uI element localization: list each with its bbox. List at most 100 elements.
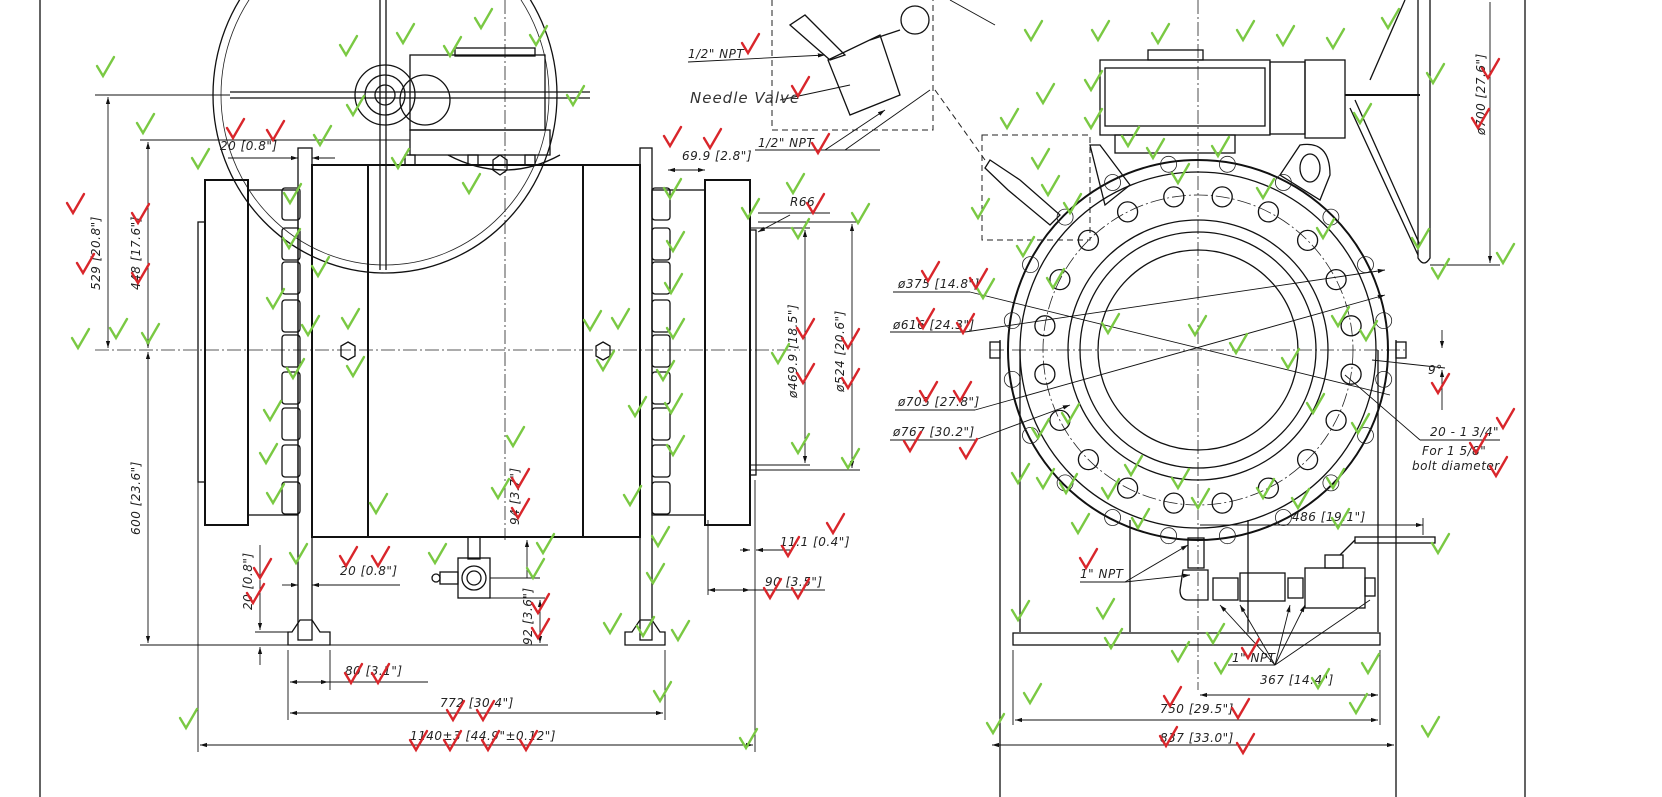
flagged-check-icon <box>510 497 531 521</box>
approved-check-icon <box>1325 467 1346 491</box>
bolt-nut <box>281 444 301 478</box>
approved-check-icon <box>1352 102 1373 126</box>
flagged-check-icon <box>840 327 861 351</box>
approved-check-icon <box>662 177 683 201</box>
bolt-nut <box>281 261 301 295</box>
bolt-nut <box>651 334 671 368</box>
flagged-check-icon <box>65 192 86 216</box>
flagged-check-icon <box>702 127 723 151</box>
approved-check-icon <box>390 147 411 171</box>
approved-check-icon <box>1205 622 1226 646</box>
review-check-marks <box>65 7 1516 756</box>
approved-check-icon <box>135 112 156 136</box>
approved-check-icon <box>650 525 671 549</box>
approved-check-icon <box>473 7 494 31</box>
flagged-check-icon <box>1240 637 1261 661</box>
approved-check-icon <box>525 557 546 581</box>
flange-bolts <box>281 187 671 515</box>
flagged-check-icon <box>1162 685 1183 709</box>
needle-valve-label: Needle Valve <box>690 89 800 107</box>
flagged-check-icon <box>780 535 801 559</box>
approved-check-icon <box>288 542 309 566</box>
approved-check-icon <box>665 317 686 341</box>
approved-check-icon <box>108 317 129 341</box>
flagged-check-icon <box>252 557 273 581</box>
flagged-check-icon <box>245 582 266 606</box>
approved-check-icon <box>528 24 549 48</box>
needle-valve-detail <box>687 0 934 151</box>
approved-check-icon <box>282 182 303 206</box>
approved-check-icon <box>490 477 511 501</box>
approved-check-icon <box>1330 507 1351 531</box>
approved-check-icon <box>1035 82 1056 106</box>
flagged-check-icon <box>902 430 923 454</box>
approved-check-icon <box>1045 267 1066 291</box>
drain-piping <box>1179 536 1436 609</box>
approved-check-icon <box>1425 62 1446 86</box>
flagged-check-icon <box>130 262 151 286</box>
approved-check-icon <box>850 202 871 226</box>
approved-check-icon <box>1170 467 1191 491</box>
approved-check-icon <box>840 447 861 471</box>
approved-check-icon <box>442 35 463 59</box>
bolt-hole <box>1049 268 1071 291</box>
flagged-check-icon <box>952 380 973 404</box>
approved-check-icon <box>1210 135 1231 159</box>
flagged-check-icon <box>530 592 551 616</box>
dim-529: 529 [20.8"] <box>89 216 103 290</box>
approved-check-icon <box>770 342 791 366</box>
approved-check-icon <box>95 55 116 79</box>
bolt-nut <box>1219 527 1236 545</box>
right-support-plate <box>639 147 653 641</box>
dim-772: 772 [30.4"] <box>440 696 514 710</box>
approved-check-icon <box>1015 235 1036 259</box>
bolt-hole <box>1034 315 1056 337</box>
flagged-check-icon <box>958 437 979 461</box>
approved-check-icon <box>1090 19 1111 43</box>
approved-check-icon <box>70 327 91 351</box>
needle-valve-detail-box <box>981 134 1091 241</box>
dim-837: 837 [33.0"] <box>1160 731 1234 745</box>
handwheel-side <box>1417 0 1431 264</box>
approved-check-icon <box>665 230 686 254</box>
bolt-nut <box>1275 174 1292 191</box>
approved-check-icon <box>622 484 643 508</box>
approved-check-icon <box>1130 507 1151 531</box>
bolt-nut <box>1160 527 1177 545</box>
dim-524: ø524 [20.6"] <box>833 310 847 393</box>
flagged-check-icon <box>762 577 783 601</box>
approved-check-icon <box>1430 532 1451 556</box>
dim-92: 92 [3.6"] <box>521 587 535 645</box>
approved-check-icon <box>1315 217 1336 241</box>
gearbox-side <box>1099 49 1420 154</box>
approved-check-icon <box>368 492 389 516</box>
approved-check-icon <box>190 147 211 171</box>
bolt-hole <box>1257 201 1280 223</box>
right-end-flange <box>704 179 751 526</box>
flagged-check-icon <box>968 267 989 291</box>
approved-check-icon <box>285 357 306 381</box>
flagged-check-icon <box>825 512 846 536</box>
flagged-check-icon <box>1470 107 1491 131</box>
approved-check-icon <box>265 287 286 311</box>
approved-check-icon <box>265 482 286 506</box>
valve-body <box>311 164 641 538</box>
flagged-check-icon <box>445 699 466 723</box>
bolt-nut <box>1160 155 1177 173</box>
approved-check-icon <box>1495 242 1516 266</box>
bolt-nut <box>281 227 301 261</box>
bolt-nut <box>1104 509 1121 526</box>
flagged-check-icon <box>1480 57 1501 81</box>
dim-94: 94 [3.7"] <box>508 467 522 525</box>
bolt-nut <box>281 299 301 333</box>
flagged-check-icon <box>370 662 391 686</box>
flagged-check-icon <box>662 125 683 149</box>
dim-469-9: ø469.9 [18.5"] <box>786 304 800 399</box>
approved-check-icon <box>582 309 603 333</box>
bolt-hole <box>1325 268 1347 291</box>
approved-check-icon <box>1060 402 1081 426</box>
approved-check-icon <box>645 562 666 586</box>
approved-check-icon <box>1255 477 1276 501</box>
bolt-nut <box>651 299 671 333</box>
